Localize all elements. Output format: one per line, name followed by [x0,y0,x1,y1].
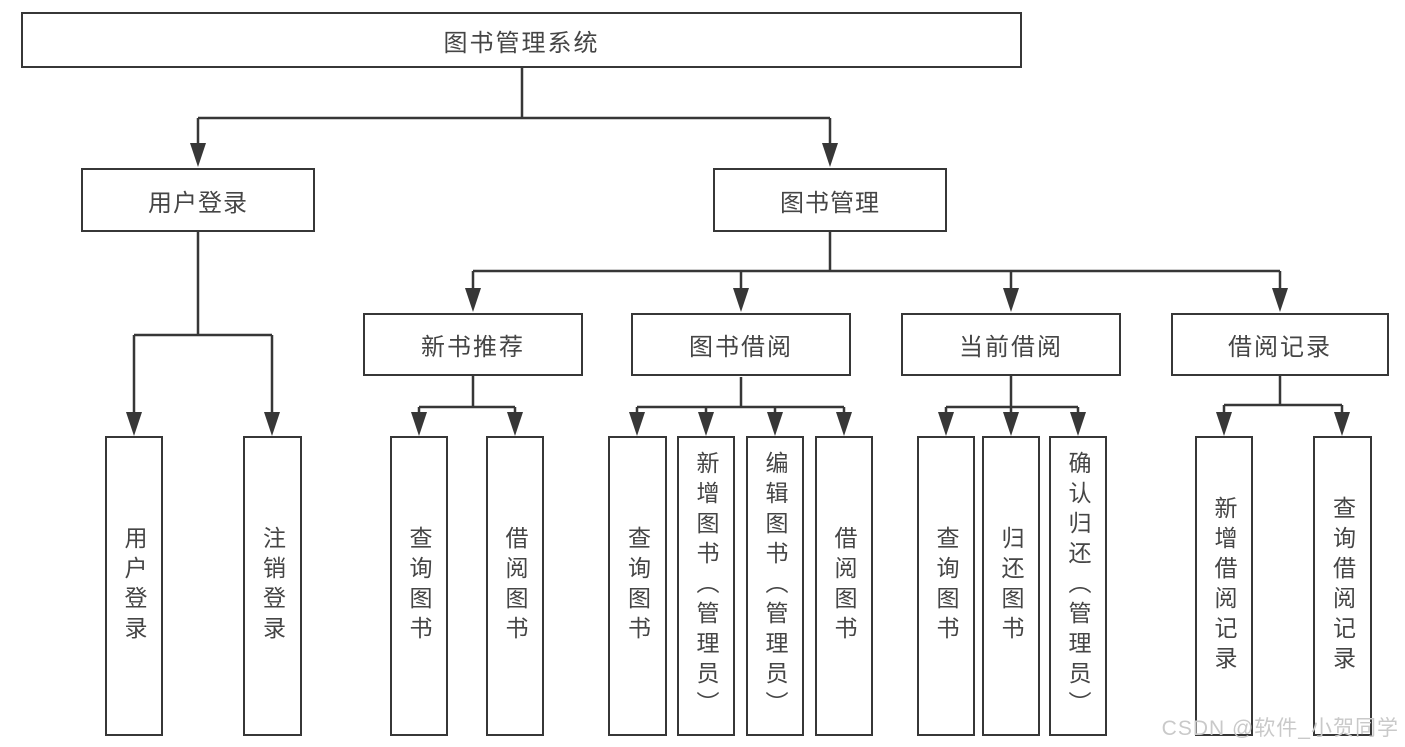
arrowhead-icon [1003,288,1019,312]
arrowhead-icon [1334,412,1350,436]
node-leaf-query-books-recommend: 查询图书 [390,436,448,736]
node-leaf-add-books-admin: 新增图书（管理员） [677,436,735,736]
node-leaf-borrow-books-recommend: 借阅图书 [486,436,544,736]
node-new-book-recommend: 新书推荐 [363,313,583,376]
arrowhead-icon [126,412,142,436]
node-book-management: 图书管理 [713,168,947,232]
arrowhead-icon [1272,288,1288,312]
arrowhead-icon [1216,412,1232,436]
edge-new-book-to-children [417,376,517,418]
edge-root-to-level2 [196,65,832,150]
edge-borrow-records-to-children [1222,375,1344,418]
node-leaf-logout: 注销登录 [243,436,302,736]
node-leaf-query-books-borrow: 查询图书 [608,436,667,736]
arrowhead-icon [264,412,280,436]
node-leaf-query-borrow-record: 查询借阅记录 [1313,436,1372,736]
arrowhead-icon [938,412,954,436]
arrowhead-icon [190,143,206,167]
node-leaf-borrow-books: 借阅图书 [815,436,873,736]
node-leaf-confirm-return-admin: 确认归还（管理员） [1049,436,1107,736]
edge-current-borrow-to-children [944,376,1080,418]
node-borrowing-records: 借阅记录 [1171,313,1389,376]
arrowhead-icon [822,143,838,167]
edge-book-mgmt-to-level3 [471,232,1282,296]
arrowhead-icon [629,412,645,436]
arrowhead-icon [507,412,523,436]
node-leaf-return-books: 归还图书 [982,436,1040,736]
node-book-borrowing: 图书借阅 [631,313,851,376]
node-leaf-query-books-current: 查询图书 [917,436,975,736]
node-root-system: 图书管理系统 [21,12,1022,68]
edge-user-login-to-children [132,232,274,418]
arrowhead-icon [836,412,852,436]
node-leaf-user-login: 用户登录 [105,436,163,736]
edge-book-borrow-to-children [635,377,846,418]
arrowhead-icon [698,412,714,436]
node-current-borrowing: 当前借阅 [901,313,1121,376]
arrowheads [126,143,1350,436]
arrowhead-icon [767,412,783,436]
arrowhead-icon [1070,412,1086,436]
arrowhead-icon [733,288,749,312]
arrowhead-icon [411,412,427,436]
node-user-login: 用户登录 [81,168,315,232]
csdn-watermark: CSDN @软件_小贺同学 [1161,717,1399,740]
node-leaf-add-borrow-record: 新增借阅记录 [1195,436,1253,736]
arrowhead-icon [1003,412,1019,436]
arrowhead-icon [465,288,481,312]
node-leaf-edit-books-admin: 编辑图书（管理员） [746,436,804,736]
